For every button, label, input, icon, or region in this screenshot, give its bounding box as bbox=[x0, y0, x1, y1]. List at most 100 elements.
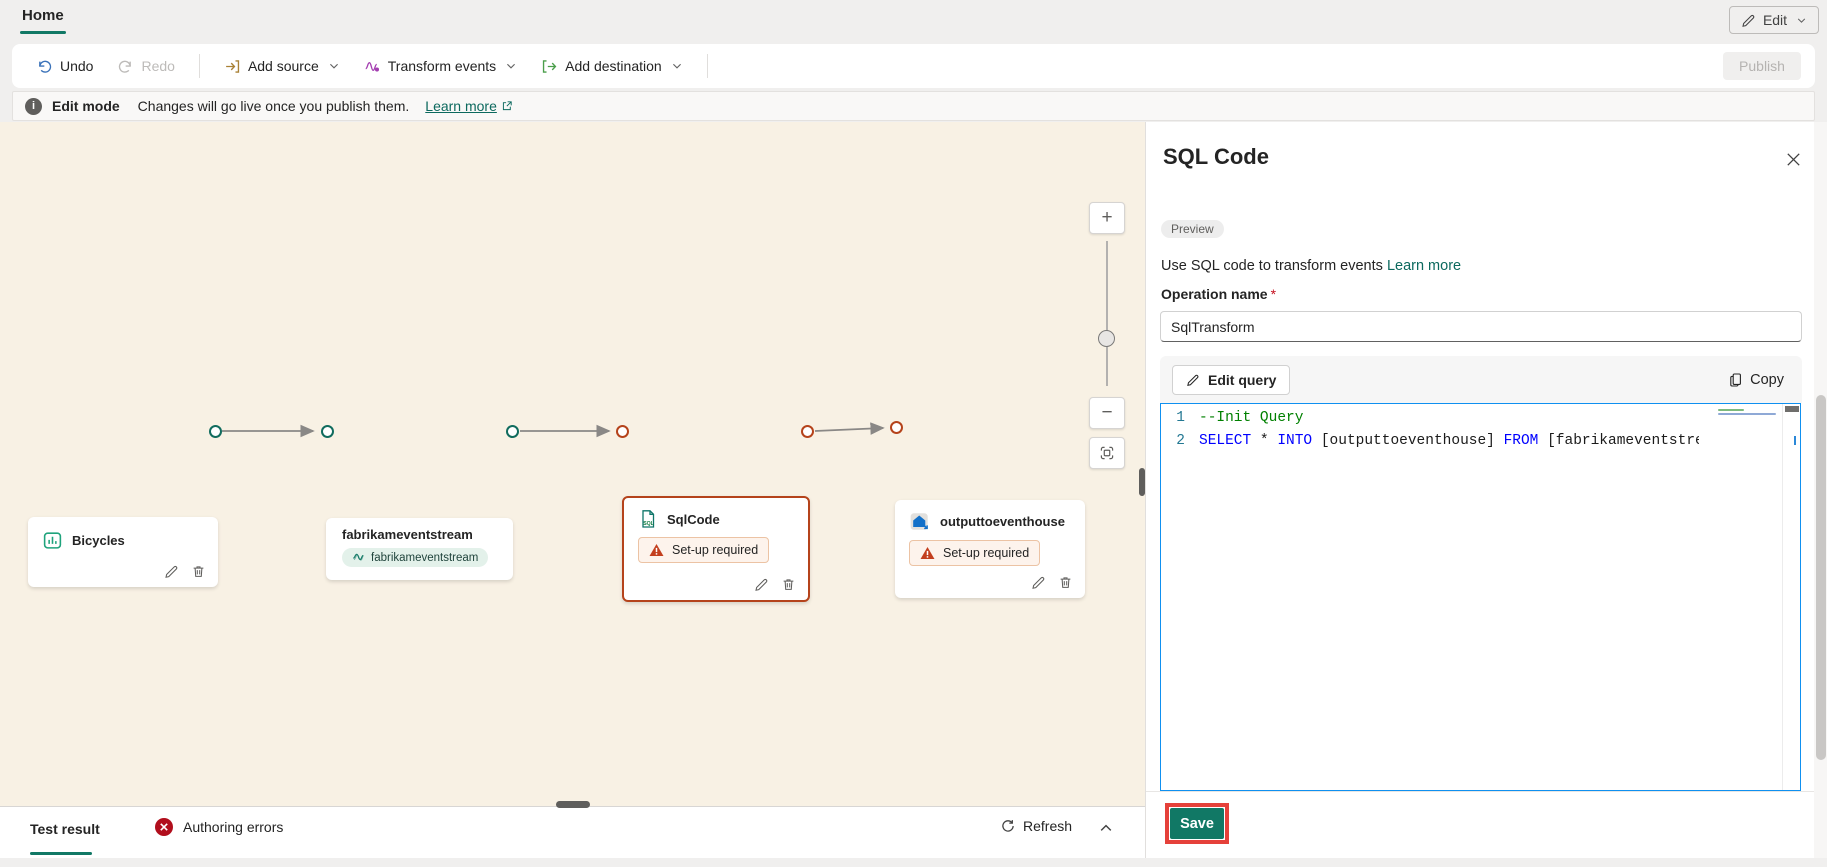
transform-events-label: Transform events bbox=[387, 58, 497, 74]
chevron-down-icon bbox=[328, 60, 340, 72]
add-source-button[interactable]: Add source bbox=[214, 52, 350, 81]
bottom-panel-bar: Test result Authoring errors Refresh bbox=[0, 806, 1145, 858]
node-sqlcode[interactable]: SQL SqlCode Set-up required bbox=[622, 496, 810, 602]
setup-required-warning: Set-up required bbox=[638, 537, 770, 563]
redo-label: Redo bbox=[141, 58, 175, 74]
info-icon: i bbox=[25, 97, 42, 115]
panel-footer-divider bbox=[1146, 791, 1814, 792]
tab-authoring-errors[interactable]: Authoring errors bbox=[155, 818, 283, 836]
copy-label: Copy bbox=[1750, 371, 1784, 388]
edit-query-button[interactable]: Edit query bbox=[1172, 364, 1291, 395]
refresh-icon bbox=[1000, 818, 1016, 834]
eventhouse-icon bbox=[909, 510, 931, 532]
diagram-canvas[interactable]: Bicycles fabrikameventstream fabrikameve… bbox=[0, 122, 1145, 806]
node-outputtoeventhouse[interactable]: outputtoeventhouse Set-up required bbox=[895, 500, 1085, 598]
query-editor-toolbar: Edit query Copy bbox=[1160, 356, 1802, 403]
zoom-in-button[interactable]: + bbox=[1089, 202, 1125, 234]
node-title: outputtoeventhouse bbox=[940, 513, 1065, 529]
plus-icon: + bbox=[1101, 207, 1113, 228]
input-port[interactable] bbox=[890, 421, 903, 434]
minimap-divider bbox=[1782, 404, 1783, 790]
toolbar-divider bbox=[198, 54, 200, 78]
panel-scrollbar-thumb[interactable] bbox=[1816, 395, 1826, 760]
tab-home[interactable]: Home bbox=[22, 7, 64, 24]
output-port[interactable] bbox=[801, 425, 814, 438]
node-title: Bicycles bbox=[72, 533, 125, 548]
edit-node-icon[interactable] bbox=[754, 577, 769, 592]
authoring-errors-label: Authoring errors bbox=[183, 819, 284, 835]
description-text: Use SQL code to transform events bbox=[1161, 258, 1383, 274]
edit-mode-banner: i Edit mode Changes will go live once yo… bbox=[12, 91, 1815, 121]
input-port[interactable] bbox=[321, 425, 334, 438]
edit-mode-button[interactable]: Edit bbox=[1729, 6, 1819, 34]
pencil-icon bbox=[1186, 373, 1200, 387]
fit-to-view-button[interactable] bbox=[1089, 437, 1125, 469]
delete-node-icon[interactable] bbox=[191, 564, 206, 579]
add-destination-icon bbox=[541, 58, 558, 75]
zoom-out-button[interactable]: − bbox=[1089, 397, 1125, 429]
ribbon-toolbar: Undo Redo Add source Transform events Ad… bbox=[12, 44, 1815, 88]
node-bicycles[interactable]: Bicycles bbox=[28, 517, 218, 587]
undo-button[interactable]: Undo bbox=[26, 52, 103, 81]
minimap-mark bbox=[1718, 409, 1744, 411]
setup-required-warning: Set-up required bbox=[909, 540, 1041, 566]
zoom-slider-track bbox=[1106, 241, 1108, 386]
panel-description: Use SQL code to transform events Learn m… bbox=[1161, 258, 1461, 274]
chevron-up-icon[interactable] bbox=[1098, 820, 1114, 836]
save-button[interactable]: Save bbox=[1170, 808, 1224, 839]
delete-node-icon[interactable] bbox=[1058, 575, 1073, 590]
editor-scrollbar-thumb[interactable] bbox=[1785, 406, 1799, 412]
output-port[interactable] bbox=[209, 425, 222, 438]
edit-node-icon[interactable] bbox=[1031, 575, 1046, 590]
copy-button[interactable]: Copy bbox=[1722, 368, 1790, 392]
output-port[interactable] bbox=[506, 425, 519, 438]
publish-button[interactable]: Publish bbox=[1723, 52, 1801, 80]
panel-learn-more-link[interactable]: Learn more bbox=[1386, 258, 1462, 274]
canvas-vertical-scrollbar[interactable] bbox=[1139, 468, 1145, 496]
refresh-label: Refresh bbox=[1023, 818, 1073, 834]
delete-node-icon[interactable] bbox=[781, 577, 796, 592]
add-destination-button[interactable]: Add destination bbox=[531, 52, 693, 81]
panel-scrollbar[interactable] bbox=[1814, 122, 1827, 858]
bar-chart-icon bbox=[42, 530, 63, 551]
redo-icon bbox=[117, 58, 134, 75]
banner-learn-more-link[interactable]: Learn more bbox=[425, 98, 513, 114]
operation-name-input[interactable] bbox=[1160, 311, 1802, 342]
overview-ruler-cursor bbox=[1794, 436, 1796, 445]
operation-name-label: Operation name* bbox=[1161, 286, 1276, 302]
sql-code-panel: SQL Code Preview Use SQL code to transfo… bbox=[1145, 122, 1827, 858]
sql-document-icon: SQL bbox=[638, 509, 658, 529]
stream-pill[interactable]: fabrikameventstream bbox=[342, 548, 489, 567]
operation-name-text: Operation name bbox=[1161, 286, 1268, 302]
tab-home-underline bbox=[20, 31, 66, 34]
edit-query-label: Edit query bbox=[1208, 371, 1277, 388]
tab-test-result-underline bbox=[30, 852, 92, 855]
undo-label: Undo bbox=[60, 58, 94, 74]
pencil-icon bbox=[1741, 13, 1756, 28]
tab-test-result[interactable]: Test result bbox=[30, 821, 100, 837]
undo-icon bbox=[36, 58, 53, 75]
zoom-slider-handle[interactable] bbox=[1098, 330, 1115, 347]
transform-events-button[interactable]: Transform events bbox=[354, 52, 527, 81]
footer-strip bbox=[0, 858, 1827, 867]
edit-node-icon[interactable] bbox=[164, 564, 179, 579]
canvas-horizontal-scrollbar[interactable] bbox=[556, 801, 590, 808]
warning-icon bbox=[920, 546, 935, 560]
minimap-mark bbox=[1718, 413, 1776, 415]
input-port[interactable] bbox=[616, 425, 629, 438]
external-link-icon bbox=[501, 100, 513, 112]
minus-icon: − bbox=[1101, 402, 1113, 423]
redo-button[interactable]: Redo bbox=[107, 52, 184, 81]
warning-label: Set-up required bbox=[943, 546, 1030, 560]
save-button-highlight: Save bbox=[1165, 803, 1229, 844]
refresh-button[interactable]: Refresh bbox=[1000, 818, 1072, 834]
panel-title: SQL Code bbox=[1163, 144, 1269, 169]
stream-name: fabrikameventstream bbox=[371, 551, 479, 564]
chevron-down-icon bbox=[1796, 15, 1807, 26]
close-icon[interactable] bbox=[1784, 150, 1803, 169]
node-fabrikameventstream[interactable]: fabrikameventstream fabrikameventstream bbox=[326, 518, 513, 580]
warning-label: Set-up required bbox=[672, 543, 759, 557]
